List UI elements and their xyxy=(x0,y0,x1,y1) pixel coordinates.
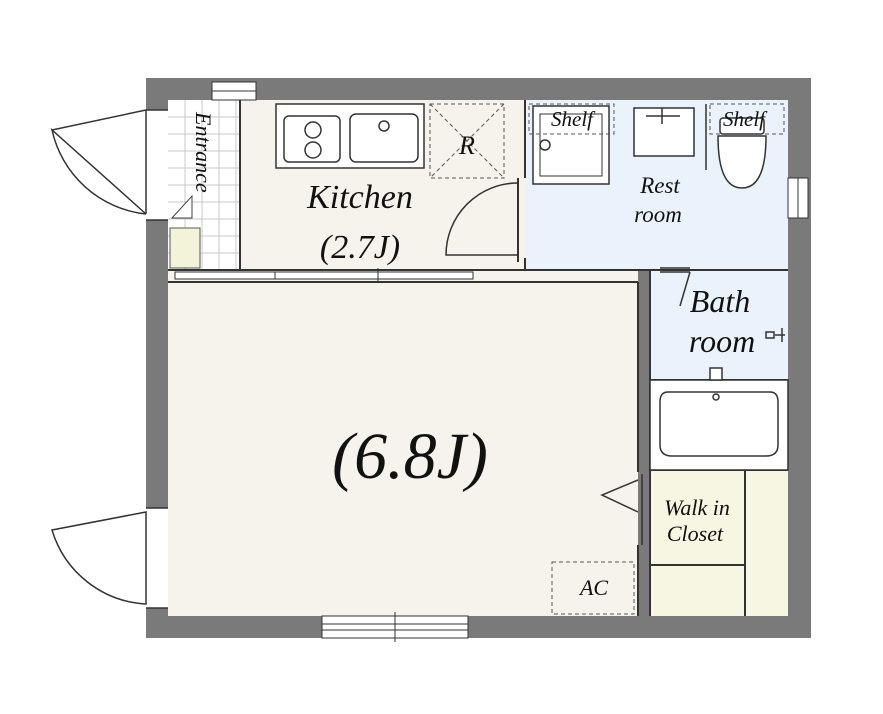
kitchen-counter xyxy=(275,103,425,169)
toilet-icon xyxy=(717,117,767,189)
stove-icon xyxy=(283,115,341,163)
closet-door[interactable] xyxy=(600,474,643,545)
sink-icon xyxy=(349,113,419,163)
closet-label-line2: Closet xyxy=(667,521,724,546)
bathroom-label-line1: Bath xyxy=(690,283,750,319)
restroom-window xyxy=(787,177,809,219)
shelf-right-label: Shelf xyxy=(723,107,768,131)
bathroom-door[interactable] xyxy=(660,267,691,307)
refrigerator-space xyxy=(429,103,505,179)
entrance-tiles xyxy=(168,100,240,270)
restroom-label-line1: Rest xyxy=(639,173,680,198)
restroom-door[interactable] xyxy=(445,182,519,256)
refrigerator-label: R xyxy=(458,131,475,160)
closet-floor xyxy=(650,470,788,616)
main-room-size-label: (6.8J) xyxy=(332,420,488,493)
balcony-door[interactable] xyxy=(51,507,168,609)
bathroom-label-line2: room xyxy=(689,323,755,359)
entrance-door[interactable] xyxy=(50,109,168,221)
shelf-left-label: Shelf xyxy=(551,107,596,131)
bathtub-icon xyxy=(649,367,789,471)
bottom-window xyxy=(321,612,469,642)
shelf-left-outline xyxy=(528,103,615,135)
main-room-floor xyxy=(168,282,638,616)
closet-label-line1: Walk in xyxy=(664,495,730,520)
sliding-partition xyxy=(174,268,474,283)
laundry-pan-icon xyxy=(633,107,695,157)
restroom-label-line2: room xyxy=(634,202,682,227)
step-marker xyxy=(170,194,193,219)
aircon-label: AC xyxy=(578,575,608,600)
shoe-cabinet xyxy=(169,227,201,269)
shower-icon xyxy=(765,328,785,342)
kitchen-size-label: (2.7J) xyxy=(320,229,400,266)
entrance-label: Entrance xyxy=(191,111,216,193)
kitchen-label: Kitchen xyxy=(306,179,413,216)
top-window xyxy=(211,81,257,101)
washbasin-icon xyxy=(532,105,610,185)
windows xyxy=(211,81,809,642)
aircon-outline xyxy=(551,561,635,615)
